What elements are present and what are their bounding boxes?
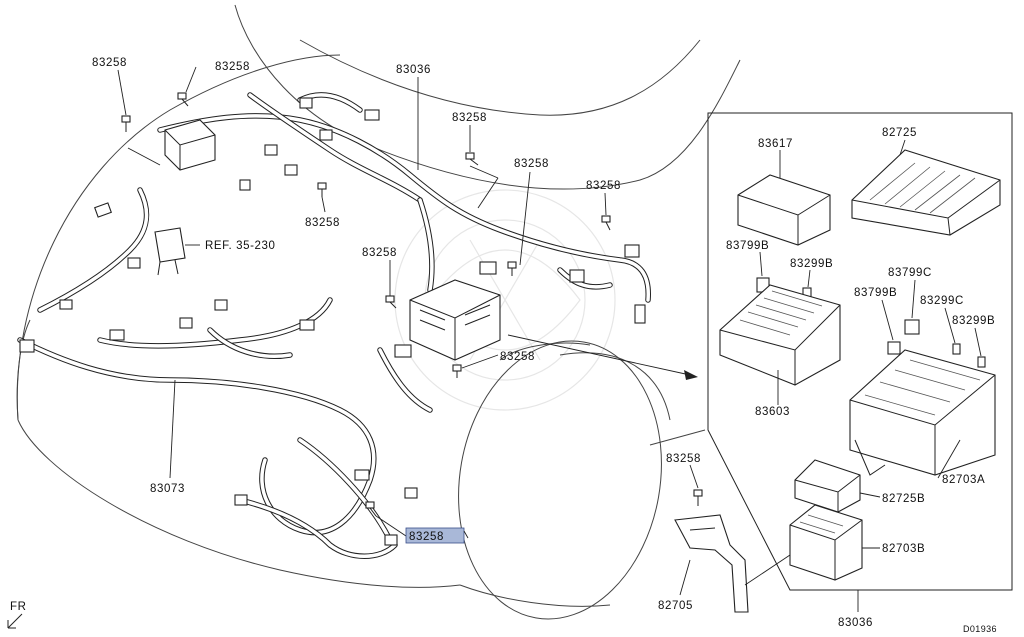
part-label: 83799C <box>888 267 932 279</box>
part-label: 83799B <box>726 240 769 252</box>
part-label: 82705 <box>658 600 693 612</box>
part-label: 83258 <box>362 247 397 259</box>
bolt-icon <box>693 489 703 506</box>
bolt-icon <box>507 261 517 276</box>
relay-83799B-mid <box>887 341 901 355</box>
detail-frame <box>707 112 1013 591</box>
fuse-block-cover-82725B <box>794 459 861 513</box>
bolt-icon <box>452 364 462 378</box>
drawing-code: D01936 <box>963 624 997 634</box>
relay-block-83603 <box>719 284 841 386</box>
vehicle-body-outline <box>16 4 741 620</box>
part-label: 83603 <box>755 406 790 418</box>
bracket-82705 <box>674 514 749 613</box>
part-label: 83299C <box>920 295 964 307</box>
part-label: 83036 <box>838 617 873 629</box>
fuse-83299B-mid <box>977 356 986 368</box>
front-direction-arrow-icon <box>7 613 23 629</box>
bolt-icon <box>465 152 479 166</box>
fuse-box-cover-83617 <box>737 174 831 246</box>
junction-block-82703A <box>849 349 996 476</box>
fuse-block-82703B <box>789 504 863 581</box>
relay-box-front <box>164 119 216 171</box>
part-label: 83036 <box>396 64 431 76</box>
relay-83799C <box>904 319 920 335</box>
fuse-box-cover-82725 <box>851 149 1001 236</box>
part-label: 82703A <box>942 474 985 486</box>
bolt-icon <box>385 295 397 309</box>
part-label: 83617 <box>758 138 793 150</box>
part-label: 83299B <box>952 315 995 327</box>
wiring-harness-83073 <box>17 187 398 559</box>
part-label: 83799B <box>854 287 897 299</box>
part-label: 83258 <box>500 351 535 363</box>
bolt-icon <box>365 501 377 517</box>
highlighted-part-label: 83258 <box>409 531 444 543</box>
harness-connectors <box>19 97 646 546</box>
detail-arrow <box>507 334 698 380</box>
part-label: 83258 <box>666 453 701 465</box>
fuse-83299C <box>952 343 961 355</box>
bolt-icon <box>121 115 131 132</box>
leader-lines <box>117 66 982 612</box>
part-label-ref: REF. 35-230 <box>205 240 276 252</box>
direction-label: FR <box>10 601 27 613</box>
part-label: 83258 <box>92 57 127 69</box>
part-label: 83073 <box>150 483 185 495</box>
bolt-icon <box>317 182 327 197</box>
part-label: 83299B <box>790 258 833 270</box>
part-label: 83258 <box>305 217 340 229</box>
highlighted-part-box[interactable] <box>405 527 465 544</box>
part-label: 83258 <box>586 180 621 192</box>
part-label: 83258 <box>514 158 549 170</box>
part-label: 82703B <box>882 543 925 555</box>
part-labels: 83258 83258 83036 83258 83258 83258 REF.… <box>10 57 997 634</box>
part-label: 82725 <box>882 127 917 139</box>
part-label: 82725B <box>882 493 925 505</box>
bolt-icon <box>601 215 611 231</box>
wiring-harness-83036 <box>157 92 651 413</box>
bolt-icon <box>177 92 189 107</box>
part-label: 83258 <box>215 61 250 73</box>
junction-box-center <box>409 279 501 361</box>
ref-component <box>154 227 186 276</box>
part-label: 83258 <box>452 112 487 124</box>
bolt-icons <box>121 92 703 517</box>
